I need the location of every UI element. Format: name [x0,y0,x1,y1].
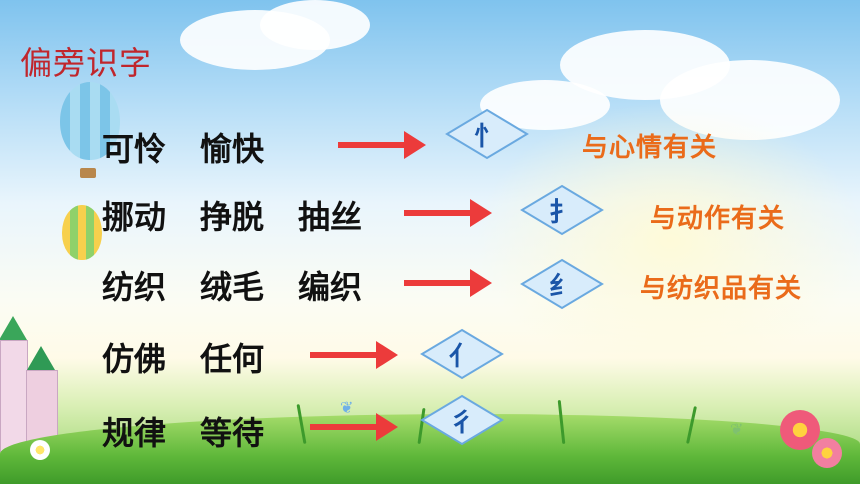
sun-glow [460,90,860,390]
radical-label: 纟 [548,272,575,302]
arrow-right-icon [404,269,492,297]
word: 绒毛 [200,268,265,306]
flower-icon [812,438,842,468]
word: 任何 [200,340,265,378]
word: 抽丝 [298,198,363,236]
radical-card: 扌 [520,184,604,236]
word-row-5: 规律等待 [102,408,264,454]
flower-icon [780,410,820,450]
castle-roof [0,316,27,340]
word: 可怜 [102,130,167,168]
word: 仿佛 [102,340,167,378]
butterfly-icon: ❦ [340,398,354,417]
castle-icon [0,340,28,452]
arrow-right-icon [310,413,398,441]
arrow-right-icon [338,131,426,159]
radical-label: 忄 [473,122,500,152]
word: 规律 [102,414,167,452]
category-label: 与纺织品有关 [640,274,803,304]
category-label: 与动作有关 [650,204,786,234]
castle-roof [27,346,55,370]
word: 愉快 [200,130,265,168]
butterfly-icon: ❦ [730,420,744,439]
word: 挪动 [102,198,167,236]
radical-card: 亻 [420,328,504,380]
word: 编织 [298,268,363,306]
word: 等待 [200,414,265,452]
word-row-4: 仿佛任何 [102,334,264,380]
cloud-icon [260,0,370,50]
radical-label: 彳 [448,408,475,438]
word: 纺织 [102,268,167,306]
arrow-right-icon [404,199,492,227]
flower-icon [30,440,50,460]
page-title: 偏旁识字 [20,44,153,82]
radical-card: 忄 [445,108,529,160]
radical-card: 纟 [520,258,604,310]
word-row-2: 挪动挣脱抽丝 [102,192,362,238]
balloon-basket [80,168,96,178]
radical-label: 扌 [548,198,575,228]
hot-air-balloon-icon [60,82,120,160]
word: 挣脱 [200,198,265,236]
radical-card: 彳 [420,394,504,446]
arrow-right-icon [310,341,398,369]
word-row-1: 可怜愉快 [102,124,264,170]
category-label: 与心情有关 [582,133,718,163]
word-row-3: 纺织绒毛编织 [102,262,362,308]
hot-air-balloon-icon [62,205,102,260]
radical-label: 亻 [448,342,475,372]
